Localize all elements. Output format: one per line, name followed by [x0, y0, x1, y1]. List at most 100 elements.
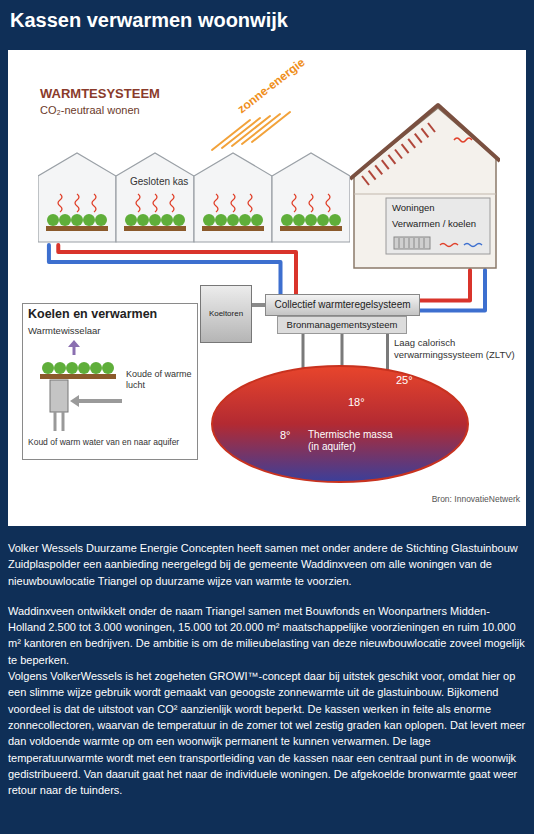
part-label: Koude of warme lucht — [126, 369, 194, 391]
heat-wave — [248, 194, 252, 212]
plant — [78, 362, 90, 374]
greenhouse-shape — [272, 153, 350, 242]
greenhouse-shape — [194, 153, 272, 242]
plant — [227, 214, 239, 226]
plant — [317, 214, 329, 226]
plant-tray — [124, 226, 186, 231]
greenhouse-shape — [38, 153, 116, 242]
radiator-fin — [419, 238, 420, 248]
inset-box: Koelen en verwarmenWarmtewisselaarKoude … — [22, 303, 198, 460]
plant — [293, 214, 305, 226]
temperature-label: 8° — [280, 429, 291, 442]
sun-ray — [212, 120, 250, 150]
temperature-label: 25° — [396, 374, 413, 387]
solar-panel-stripe — [382, 160, 389, 169]
plant — [47, 214, 59, 226]
heat-exchanger — [50, 380, 68, 412]
pipe-connector — [252, 303, 265, 307]
plant — [161, 214, 173, 226]
air-duct-head — [70, 395, 79, 407]
temperature-label: 18° — [348, 396, 365, 409]
plant — [125, 214, 137, 226]
diagram-panel — [8, 50, 526, 526]
heat-wave — [454, 138, 472, 142]
greenhouse-complex-shape — [38, 150, 350, 245]
aquifer-shape — [212, 366, 468, 482]
solar-panel-stripe — [388, 155, 395, 164]
plant — [203, 214, 215, 226]
cool-wave — [464, 244, 482, 247]
part-label: Koud of warm water van en naar aquifer — [28, 437, 194, 447]
cooling-tower: Koeltoren — [200, 285, 252, 343]
solar-panel-stripe — [415, 134, 422, 143]
heat-wave — [292, 194, 296, 212]
plant — [83, 214, 95, 226]
plant — [305, 214, 317, 226]
heat-wave — [170, 194, 174, 212]
pipe-connector — [420, 270, 485, 311]
plant — [95, 214, 107, 226]
plant — [251, 214, 263, 226]
plant — [102, 362, 114, 374]
solar-panel-stripe — [408, 139, 415, 148]
plant — [59, 214, 71, 226]
solar-panel-stripe — [369, 171, 376, 180]
plant — [239, 214, 251, 226]
solar-panel-stripe — [375, 165, 382, 174]
plant-tray — [46, 226, 108, 231]
greenhouse-complex: Gesloten kas — [38, 150, 350, 245]
house: WoningenVerwarmen / koelen — [350, 100, 500, 270]
solar-panel-stripe — [395, 150, 402, 159]
plant — [281, 214, 293, 226]
house-roof — [350, 105, 500, 179]
tower-label: Koeltoren — [209, 309, 243, 319]
heat-wave — [75, 194, 79, 212]
sun-ray — [242, 114, 280, 144]
solar-panel-stripe — [402, 144, 409, 153]
heat-wave — [309, 194, 313, 212]
plant-tray — [40, 374, 116, 379]
part-label: Warmtewisselaar — [28, 325, 101, 336]
source-management-box: Bronmanagementsysteem — [277, 316, 407, 334]
plant — [42, 362, 54, 374]
heat-wave — [231, 194, 235, 212]
body-paragraph: Volker Wessels Duurzame Energie Concepte… — [8, 540, 526, 589]
solar-panel-stripe — [421, 128, 428, 137]
body-paragraph: Volgens VolkerWessels is het zogeheten G… — [8, 668, 526, 798]
radiator-fin — [424, 238, 425, 248]
pipe-connector — [58, 245, 296, 294]
heat-wave — [153, 194, 157, 212]
page-title: Kassen verwarmen woonwijk — [10, 9, 288, 32]
heat-wave — [214, 194, 218, 212]
box-label: Bronmanagementsysteem — [287, 319, 398, 330]
dwelling-room — [386, 198, 490, 254]
solar-panel-stripe — [428, 123, 435, 132]
plant — [149, 214, 161, 226]
inset-heading: Koelen en verwarmen — [28, 307, 157, 322]
diagram-subtitle: CO₂-neutraal wonen — [40, 104, 140, 118]
source-credit: Bron: InnovatieNetwerk — [300, 494, 520, 505]
heat-wave — [326, 194, 330, 212]
sun-ray — [232, 116, 270, 146]
box-label: Collectief warmteregelsysteem — [274, 299, 410, 311]
inset-border — [23, 304, 198, 460]
heat-wave — [440, 244, 458, 247]
radiator-fin — [399, 238, 400, 248]
greenhouse-label: Gesloten kas — [130, 176, 188, 188]
greenhouse-shape — [116, 153, 194, 242]
radiator-fin — [414, 238, 415, 248]
air-arrow-head — [68, 340, 80, 347]
heat-wave — [92, 194, 96, 212]
air-arrow — [73, 346, 76, 355]
radiator-fin — [409, 238, 410, 248]
water-pipe — [62, 412, 65, 431]
system-label: Laag calorisch verwarmingssysteem (ZLTV) — [394, 337, 522, 361]
plant — [54, 362, 66, 374]
body-paragraph: Waddinxveen ontwikkelt onder de naam Tri… — [8, 603, 526, 668]
plant — [90, 362, 102, 374]
plant — [329, 214, 341, 226]
plant — [71, 214, 83, 226]
pipe-connector — [420, 270, 470, 301]
plant — [66, 362, 78, 374]
sun-label: zonne-energie — [235, 55, 308, 117]
